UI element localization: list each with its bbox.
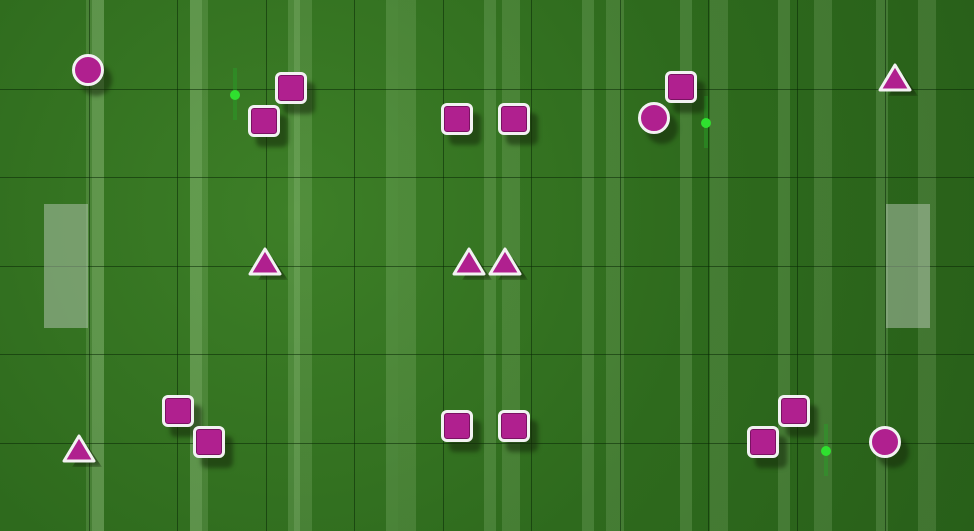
field-stripe [680,0,692,531]
pin-marker[interactable] [230,68,240,120]
pin-dot-icon [230,90,240,100]
left-end-zone [44,204,88,328]
field-stripe [582,0,594,531]
right-end-zone [886,204,930,328]
field-stripe [484,0,496,531]
triangle-icon [62,434,96,463]
triangle-icon [248,247,282,276]
circle-icon [869,426,901,458]
pin-marker[interactable] [701,96,711,148]
field-stripe [386,0,398,531]
grid-line [89,0,90,531]
square-icon [665,71,697,103]
square-icon [248,105,280,137]
pin-dot-icon [821,446,831,456]
square-icon [498,410,530,442]
grid-line [177,0,178,531]
triangle-icon [878,63,912,92]
grid-line [0,177,974,178]
triangle-icon [488,247,522,276]
circle-icon [638,102,670,134]
grid-line [0,354,974,355]
square-icon [498,103,530,135]
square-icon [747,426,779,458]
square-icon [193,426,225,458]
grid-line [797,0,798,531]
circle-icon [72,54,104,86]
grid-line [620,0,621,531]
grid-line [531,0,532,531]
square-icon [162,395,194,427]
pin-marker[interactable] [821,424,831,476]
grid-line [0,89,974,90]
square-icon [275,72,307,104]
grid-line [0,266,974,267]
field-stripe [288,0,300,531]
square-icon [778,395,810,427]
grid-line [443,0,444,531]
grid-line [708,0,709,531]
square-icon [441,410,473,442]
grid-line [885,0,886,531]
field-stripe [92,0,104,531]
pin-dot-icon [701,118,711,128]
grid-line [354,0,355,531]
square-icon [441,103,473,135]
grid-line [0,443,974,444]
triangle-icon [452,247,486,276]
